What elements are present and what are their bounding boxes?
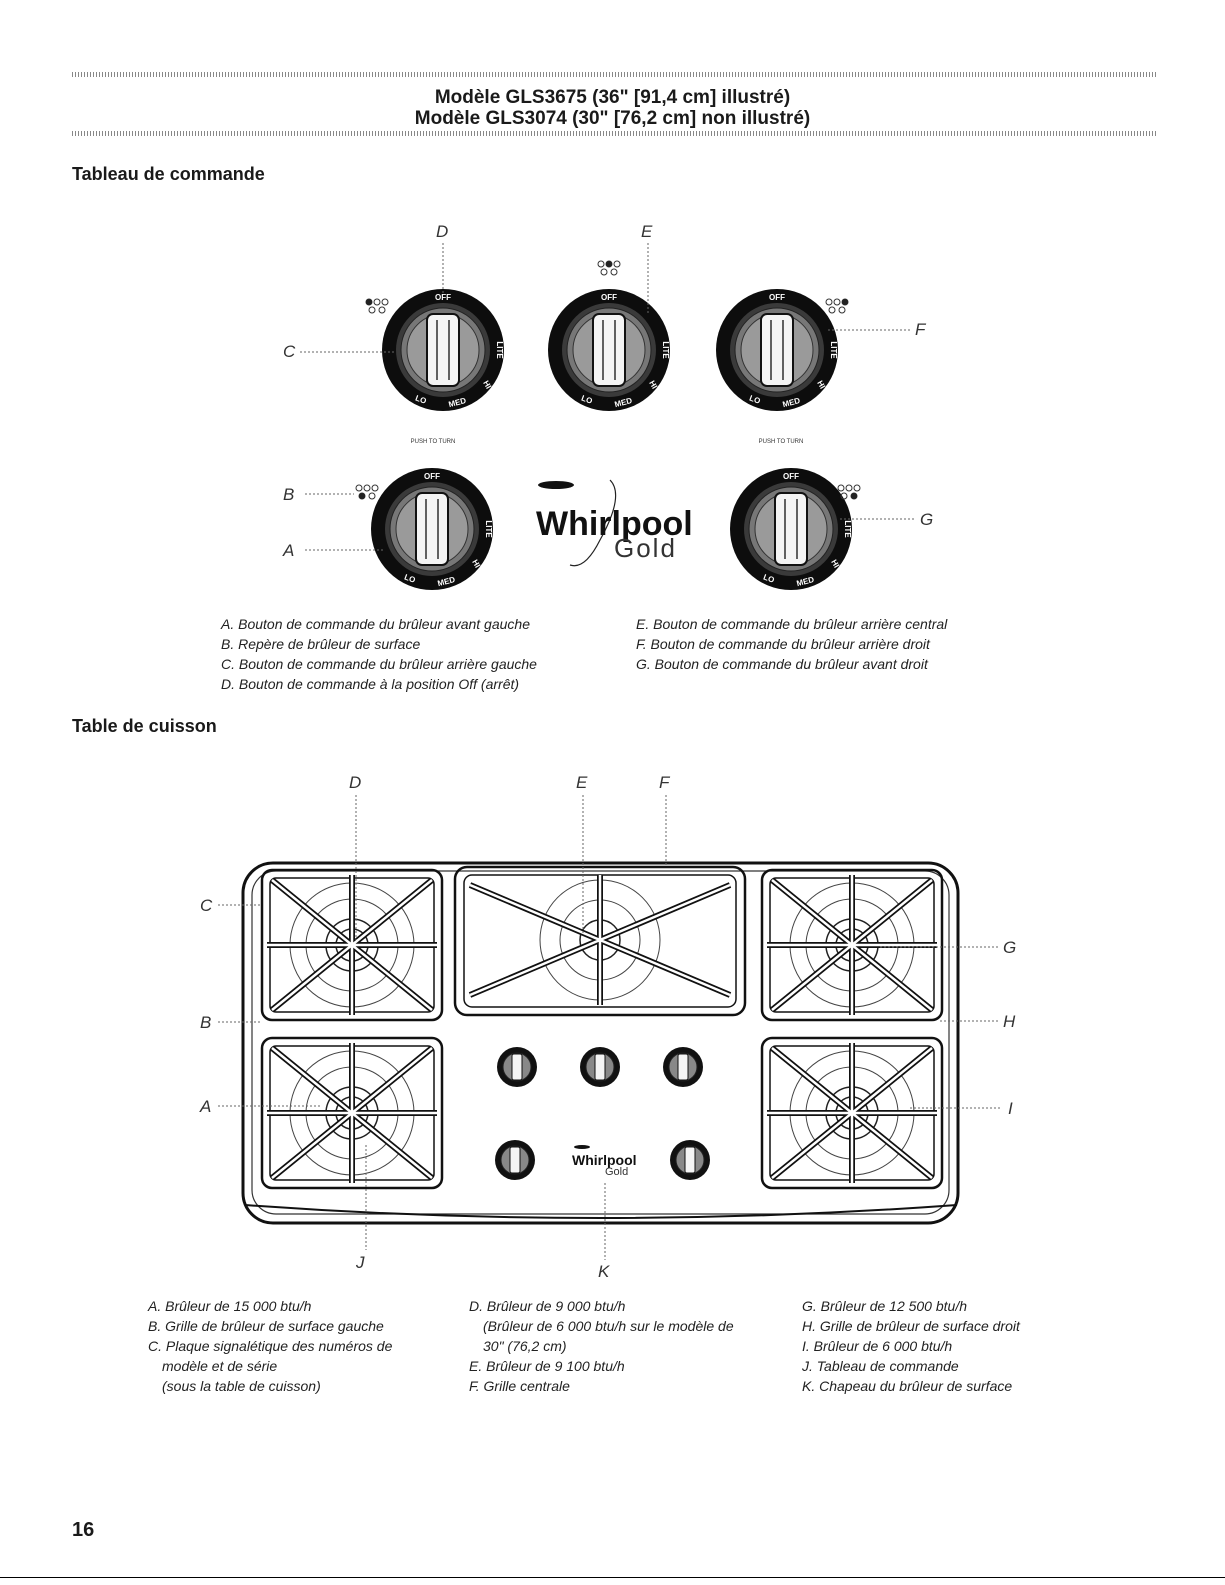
logo-brand: Whirlpool: [536, 505, 693, 543]
grate-rear-left: [262, 870, 442, 1020]
control-panel-diagram: OFF LITE HI MED LO PUSH TO TURN PUSH TO …: [282, 222, 933, 591]
cooktop-callout-i: I: [1008, 1099, 1013, 1118]
mini-logo-brand: Whirlpool: [572, 1152, 637, 1168]
header-title-line1: Modèle GLS3675 (36" [91,4 cm] illustré): [434, 87, 791, 108]
header-rule-bottom: [72, 131, 1157, 136]
control-panel-captions-left: A. Bouton de commande du brûleur avant g…: [221, 616, 537, 692]
mini-knob-rear-left: [496, 1046, 538, 1088]
cooktop-callout-d: D: [349, 773, 361, 792]
knob-rear-left: [381, 288, 505, 412]
mini-knob-rear-right: [662, 1046, 704, 1088]
callout-f: F: [915, 320, 927, 339]
cooktop-callout-h: H: [1003, 1012, 1016, 1031]
cooktop-captions-col2: D. Brûleur de 9 000 btu/h (Brûleur de 6 …: [469, 1298, 734, 1394]
callout-e: E: [641, 222, 653, 241]
cooktop-callout-g: G: [1003, 938, 1016, 957]
grate-front-right: [762, 1038, 942, 1188]
header-title-line2: Modèle GLS3074 (30" [76,2 cm] non illust…: [414, 108, 811, 129]
callout-b: B: [283, 485, 294, 504]
push-to-turn-right: PUSH TO TURN: [759, 439, 804, 445]
cooktop-title: Table de cuisson: [72, 716, 217, 736]
knob-rear-right: [715, 288, 839, 412]
whirlpool-logo: Whirlpool Gold: [536, 479, 693, 567]
callout-d: D: [436, 222, 448, 241]
grate-rear-right: [762, 870, 942, 1020]
knob-front-right: [729, 467, 853, 591]
bottom-rule: [0, 1577, 1225, 1578]
mini-logo: Whirlpool Gold: [572, 1145, 637, 1178]
cooktop-callout-e: E: [576, 773, 588, 792]
mini-knob-rear-center: [579, 1046, 621, 1088]
control-panel-title: Tableau de commande: [72, 164, 265, 184]
callout-c: C: [283, 342, 296, 361]
cooktop-callout-c: C: [200, 896, 213, 915]
cooktop-callout-f: F: [659, 773, 671, 792]
mini-logo-sub: Gold: [605, 1166, 628, 1178]
knob-rear-center: [547, 288, 671, 412]
cooktop-callout-b: B: [200, 1013, 211, 1032]
mini-knob-front-left: [494, 1139, 536, 1181]
cooktop-frame: [241, 861, 960, 1225]
grate-center: [453, 865, 747, 1017]
header-rule-top: [72, 72, 1157, 77]
control-panel-captions-right: E. Bouton de commande du brûleur arrière…: [636, 616, 948, 672]
logo-sub: Gold: [614, 533, 677, 563]
cooktop-diagram: Whirlpool Gold D E F C B A G H I J K: [199, 773, 1016, 1281]
cooktop-callout-k: J: [355, 1253, 365, 1272]
callout-a: A: [282, 541, 294, 560]
cooktop-captions-col3: G. Brûleur de 12 500 btu/h H. Grille de …: [802, 1298, 1020, 1394]
push-to-turn-left: PUSH TO TURN: [411, 439, 456, 445]
callout-g: G: [920, 510, 933, 529]
knob-front-left: [370, 467, 494, 591]
grate-front-left: [262, 1038, 442, 1188]
cooktop-captions-col1: A. Brûleur de 15 000 btu/h B. Grille de …: [148, 1298, 393, 1394]
mini-knob-front-right: [669, 1139, 711, 1181]
cooktop-callout-a: A: [199, 1097, 211, 1116]
cooktop-callout-j: K: [598, 1262, 610, 1281]
page-number: 16: [72, 1519, 95, 1541]
